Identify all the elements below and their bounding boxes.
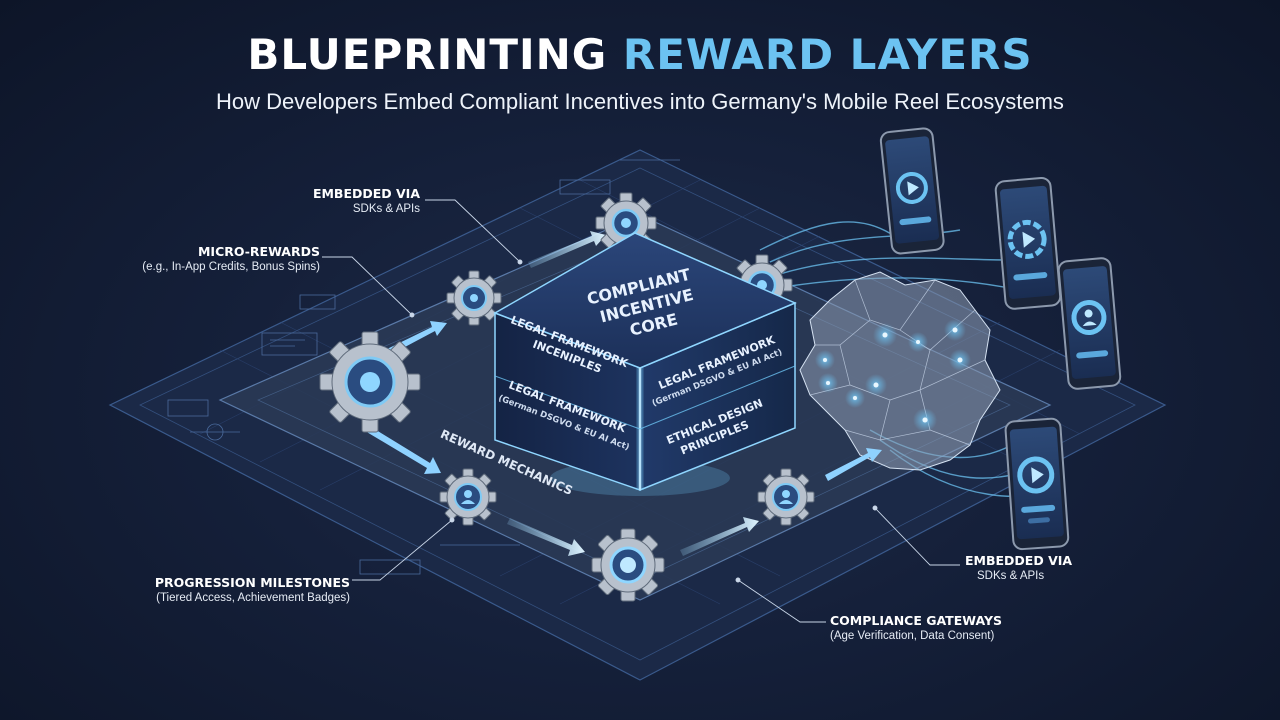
callout-embedded-right: EMBEDDED VIA SDKs & APIs (965, 553, 1125, 583)
arrow-right (825, 448, 882, 481)
play-icon (907, 181, 919, 196)
gear-user-left (439, 468, 497, 526)
callout-embedded-top-detail: SDKs & APIs (352, 202, 420, 215)
page-title: BLUEPRINTING REWARD LAYERS (0, 30, 1280, 79)
phone-1 (879, 127, 945, 255)
gear-user-right (757, 468, 815, 526)
title-part-blue: REWARD LAYERS (622, 30, 1033, 79)
callout-micro-rewards-detail: (e.g., In-App Credits, Bonus Spins) (142, 260, 320, 273)
play-icon (1031, 467, 1044, 484)
callout-embedded-right-heading: EMBEDDED VIA (965, 553, 1073, 568)
phone-3 (1057, 257, 1122, 390)
callout-progression-detail: (Tiered Access, Achievement Badges) (156, 591, 350, 604)
callout-embedded-right-detail: SDKs & APIs (977, 569, 1045, 582)
callout-micro-rewards: MICRO-REWARDS (e.g., In-App Credits, Bon… (110, 244, 320, 274)
core-top-face (493, 232, 797, 369)
arrow-top (528, 231, 606, 268)
callout-compliance-detail: (Age Verification, Data Consent) (830, 629, 995, 642)
callout-progression-heading: PROGRESSION MILESTONES (154, 575, 350, 590)
callout-compliance-heading: COMPLIANCE GATEWAYS (830, 613, 1003, 628)
callout-leaders (322, 199, 960, 623)
user-icon (464, 490, 472, 498)
phone-4 (1004, 417, 1070, 551)
page-subtitle: How Developers Embed Compliant Incentive… (216, 89, 1064, 114)
flow-arrows (365, 231, 882, 556)
title-part-white: BLUEPRINTING (247, 30, 608, 79)
arrow-bottom (507, 518, 585, 556)
compliant-incentive-core: COMPLIANT INCENTIVE CORE LEGAL FRAMEWORK… (493, 232, 797, 496)
callout-embedded-top: EMBEDDED VIA SDKs & APIs (265, 186, 420, 216)
callout-micro-rewards-heading: MICRO-REWARDS (197, 244, 320, 259)
arrow-left-down (365, 425, 441, 474)
gear-compliance-bottom (591, 528, 665, 602)
user-icon (782, 490, 790, 498)
user-icon (1084, 309, 1093, 318)
callout-progression: PROGRESSION MILESTONES (Tiered Access, A… (120, 575, 350, 605)
germany-map (799, 271, 1001, 471)
arrow-bottom-right (680, 517, 759, 556)
callout-compliance: COMPLIANCE GATEWAYS (Age Verification, D… (830, 613, 1050, 643)
callout-embedded-top-heading: EMBEDDED VIA (312, 186, 420, 201)
gear-micro-rewards-large (319, 331, 421, 433)
play-icon (1022, 231, 1036, 248)
gear-small-left (446, 270, 502, 326)
phone-2 (994, 176, 1062, 310)
